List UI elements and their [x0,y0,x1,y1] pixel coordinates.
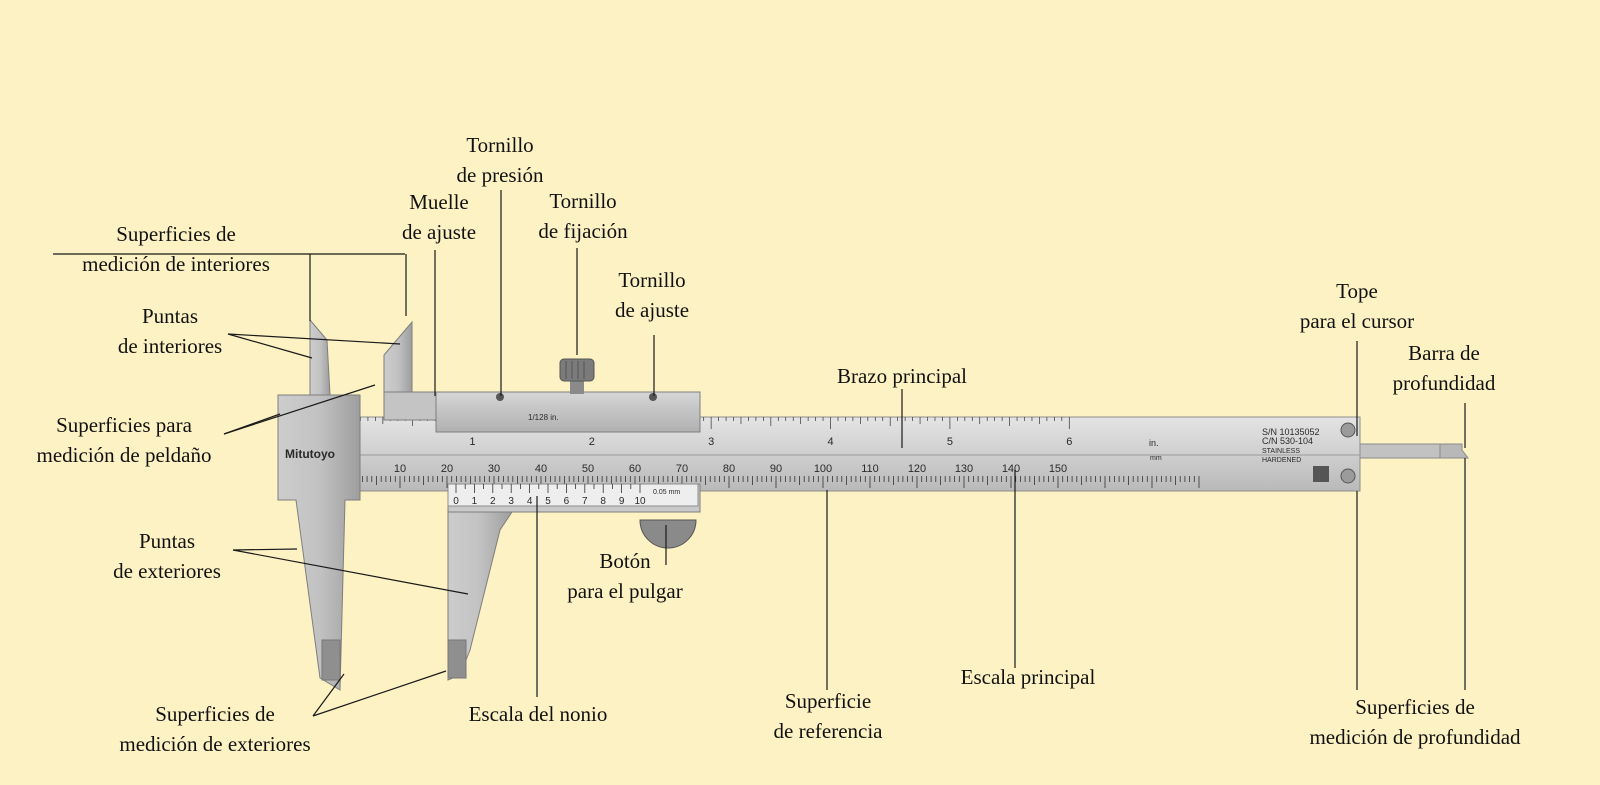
vernier-number: 1 [472,496,478,507]
mm-scale-number: 80 [723,463,735,475]
vernier-plate [447,483,699,507]
vernier-number: 4 [527,496,533,507]
vernier-number: 3 [508,496,514,507]
fixing-screw-knob [559,358,595,394]
inch-scale-number: 3 [708,436,714,448]
stop-screw-lower [1340,468,1356,484]
inch-scale-number: 2 [589,436,595,448]
vernier-number: 10 [634,496,646,507]
mm-scale-number: 60 [629,463,641,475]
stop-screw-upper [1340,422,1356,438]
fixed-jaw: Mitutoyo [277,318,361,691]
qr-code [1313,466,1329,482]
depth-bar [1354,443,1469,459]
inch-unit: in. [1149,438,1159,448]
mm-scale-number: 130 [955,463,973,475]
leader-lines [53,190,1466,717]
vernier-number: 7 [582,496,588,507]
inch-scale-number: 6 [1066,436,1072,448]
inch-scale-number: 4 [827,436,833,448]
brand-label: Mitutoyo [285,447,335,461]
vernier-resolution: 0.05 mm [653,489,680,496]
vernier-scale: 0 1 2 3 4 5 6 7 8 9 10 [453,484,646,507]
label-escala-principal: Escala principal [960,665,1096,689]
vernier-number: 6 [564,496,570,507]
mm-scale-number: 110 [861,463,879,475]
code-number: C/N 530-104 [1262,436,1313,446]
material-line-1: STAINLESS [1262,448,1300,455]
slider-inch-fraction: 1/128 in. [528,413,559,422]
vernier-number: 5 [545,496,551,507]
vernier-number: 8 [600,496,606,507]
mm-scale-number: 150 [1049,463,1067,475]
label-brazo-principal: Brazo principal [836,364,968,388]
mm-scale-number: 50 [582,463,594,475]
material-line-2: HARDENED [1262,457,1301,464]
vernier-number: 2 [490,496,496,507]
slider-body [383,320,701,681]
serial-number: S/N 10135052 [1262,427,1320,437]
mm-scale-number: 70 [676,463,688,475]
vernier-number: 0 [453,496,459,507]
mm-scale-number: 140 [1002,463,1020,475]
mm-scale-number: 40 [535,463,547,475]
mm-scale-number: 30 [488,463,500,475]
mm-scale-number: 120 [908,463,926,475]
label-escala-nonio: Escala del nonio [468,702,608,726]
mm-unit: mm [1150,455,1162,462]
inch-scale-number: 1 [469,436,475,448]
inch-scale-number: 5 [947,436,953,448]
mm-scale-number: 90 [770,463,782,475]
mm-scale-ticks: 0102030405060708090100110120130140150 [350,463,1200,488]
thumb-button [639,519,697,549]
vernier-number: 9 [619,496,625,507]
mm-scale-number: 100 [814,463,832,475]
mm-scale-number: 10 [394,463,406,475]
pressure-screw [496,393,504,401]
mm-scale-number: 20 [441,463,453,475]
adjusting-screw [649,393,657,401]
